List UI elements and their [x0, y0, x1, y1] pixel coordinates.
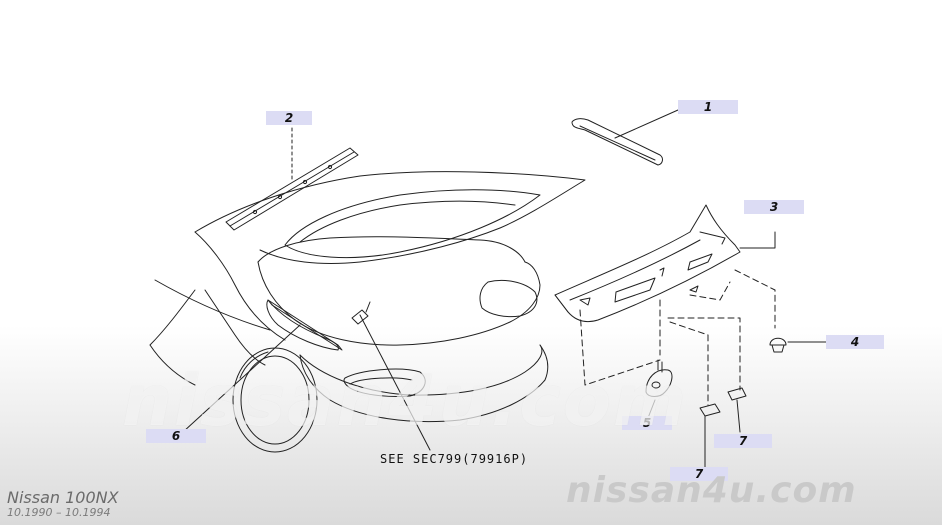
- assembly-dashed-lines: [579, 269, 776, 406]
- callout-7b: 7: [670, 467, 728, 481]
- section-reference-note: SEE SEC799(79916P): [380, 452, 529, 466]
- callout-2: 2: [266, 111, 312, 125]
- callout-1: 1: [678, 100, 738, 114]
- callout-4: 4: [826, 335, 884, 349]
- model-years: 10.1990 – 10.1994: [7, 506, 111, 519]
- model-name: Nissan 100NX: [7, 488, 119, 507]
- corner-logo: nissan4u.com: [566, 470, 857, 511]
- part-3-parcel-shelf: [554, 204, 776, 323]
- callout-7a: 7: [714, 434, 772, 448]
- callout-5: 5: [622, 416, 672, 430]
- part-2-rail: [225, 127, 359, 231]
- trunk-clip: [351, 301, 431, 451]
- callout-3: 3: [744, 200, 804, 214]
- part-1-weatherstrip: [571, 109, 679, 166]
- part-6-garnish: [182, 299, 343, 433]
- watermark-center: nissan4u.com: [122, 360, 688, 442]
- part-4-clip: [769, 337, 829, 353]
- part-7-pads: [699, 387, 747, 469]
- callout-6: 6: [146, 429, 206, 443]
- part-5-bracket: [645, 359, 673, 419]
